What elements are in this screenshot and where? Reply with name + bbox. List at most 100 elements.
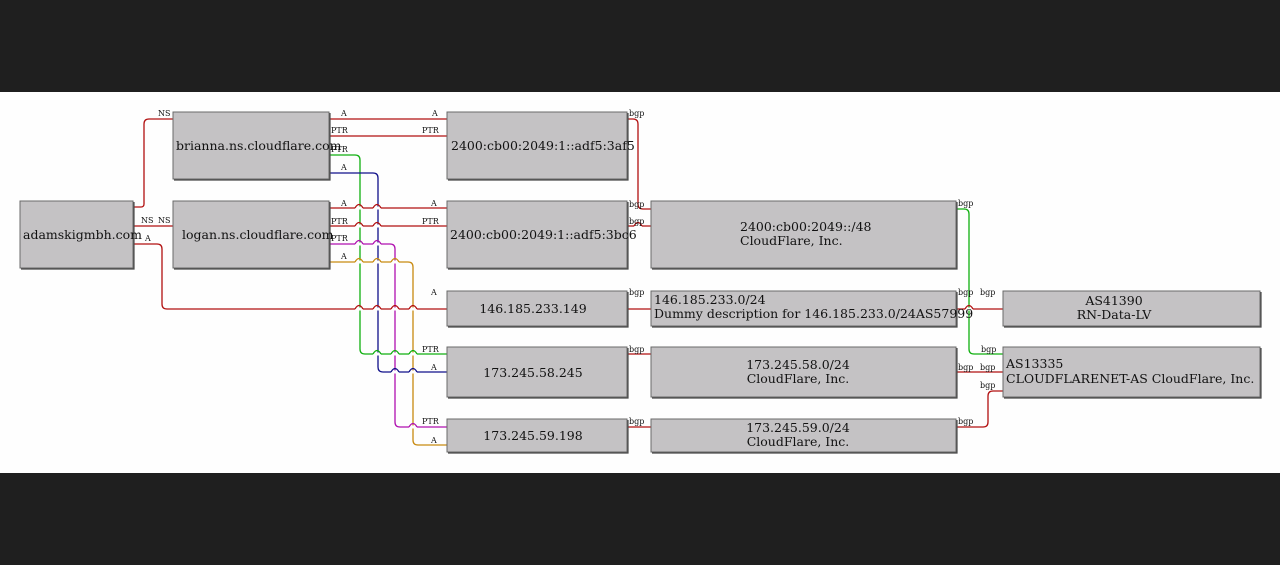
node-shadow	[652, 420, 958, 454]
node-shadow	[1004, 348, 1262, 399]
edge-hop	[408, 422, 418, 428]
edge-hop	[354, 304, 364, 310]
node-logan[interactable]: logan.ns.cloudflare.com	[172, 200, 334, 270]
node-label: 173.245.58.245	[483, 365, 582, 380]
edge-label: PTR	[422, 345, 440, 354]
node-box	[650, 200, 957, 269]
node-label: CloudFlare, Inc.	[747, 371, 850, 386]
edge-hop	[408, 367, 418, 373]
node-ip58[interactable]: 173.245.58.245	[446, 346, 629, 399]
nodes: adamskigmbh.com brianna.ns.cloudflare.com…	[19, 111, 1262, 454]
node-ip6b[interactable]: 2400:cb00:2049:1::adf5:3bc6	[446, 200, 637, 270]
edge-hop	[964, 304, 974, 310]
edge-label: A	[430, 436, 437, 445]
node-brianna[interactable]: brianna.ns.cloudflare.com	[172, 111, 342, 181]
node-box	[446, 200, 628, 269]
node-ip6a[interactable]: 2400:cb00:2049:1::adf5:3af5	[446, 111, 635, 181]
edge-logan-to-ip59	[329, 243, 447, 428]
node-label: CloudFlare, Inc.	[740, 233, 843, 248]
node-ip59[interactable]: 173.245.59.198	[446, 418, 629, 454]
edge-label: PTR	[422, 217, 440, 226]
edge-label: bgp	[629, 217, 644, 226]
edge-hop	[372, 349, 382, 355]
node-box	[1002, 346, 1261, 398]
edge-label: bgp	[629, 345, 644, 354]
edge-brianna-to-ip58	[329, 154, 447, 355]
node-label: 2400:cb00:2049:1::adf5:3af5	[451, 138, 635, 153]
node-box	[19, 200, 134, 269]
edge-hop	[372, 257, 382, 263]
edge-ip6a-to-pfx6	[627, 118, 651, 210]
node-label: logan.ns.cloudflare.com	[182, 227, 334, 242]
edge-label: A	[430, 363, 437, 372]
node-label: AS13335	[1005, 356, 1063, 371]
edge-pfx59-to-as13335	[956, 390, 1003, 428]
node-box	[446, 290, 628, 327]
node-label: Dummy description for 146.185.233.0/24AS…	[654, 306, 973, 321]
edge-label: NS	[141, 216, 153, 225]
edge-hop	[390, 367, 400, 373]
node-label: 173.245.58.0/24	[746, 357, 850, 372]
diagram-canvas: adamskigmbh.com brianna.ns.cloudflare.com…	[0, 92, 1280, 473]
node-shadow	[21, 202, 135, 270]
edge-hop	[372, 304, 382, 310]
node-box	[650, 290, 957, 327]
edge-label: bgp	[629, 109, 644, 118]
node-label: brianna.ns.cloudflare.com	[176, 138, 342, 153]
edge-hop	[372, 221, 382, 227]
edge-label: A	[340, 199, 347, 208]
edge-label: NS	[158, 216, 170, 225]
node-shadow	[448, 292, 629, 328]
edge-pfx6-to-as13335	[956, 208, 1003, 355]
node-label: 173.245.59.0/24	[746, 420, 850, 435]
edge-label: bgp	[958, 199, 973, 208]
node-shadow	[1004, 292, 1262, 328]
edge-label: A	[430, 288, 437, 297]
node-shadow	[174, 202, 331, 270]
edge-label: NS	[158, 109, 170, 118]
edge-hop	[633, 221, 643, 227]
edge-label: bgp	[958, 288, 973, 297]
edge-label: A	[144, 234, 151, 243]
node-box	[172, 111, 330, 180]
node-box	[1002, 290, 1261, 327]
node-shadow	[448, 420, 629, 454]
node-ip146[interactable]: 146.185.233.149	[446, 290, 629, 328]
edge-label: bgp	[980, 381, 995, 390]
node-box	[446, 418, 628, 453]
edge-label: PTR	[331, 126, 349, 135]
edge-hop	[390, 304, 400, 310]
edge-hop	[354, 257, 364, 263]
node-shadow	[448, 348, 629, 399]
edge-hop	[354, 203, 364, 209]
edge-label: bgp	[980, 288, 995, 297]
edge-label: bgp	[629, 417, 644, 426]
node-label: CLOUDFLARENET-AS CloudFlare, Inc.	[1006, 371, 1254, 386]
node-adamskigmbh[interactable]: adamskigmbh.com	[19, 200, 142, 270]
node-label: 2400:cb00:2049::/48	[740, 219, 872, 234]
node-label: 146.185.233.149	[479, 301, 586, 316]
node-box	[446, 111, 628, 180]
dns-bgp-graph: adamskigmbh.com brianna.ns.cloudflare.com…	[19, 109, 1262, 454]
node-label: 146.185.233.0/24	[654, 292, 766, 307]
node-label: 173.245.59.198	[483, 428, 582, 443]
node-shadow	[652, 348, 958, 399]
node-box	[446, 346, 628, 398]
edge-hop	[408, 349, 418, 355]
edge-adamskigmbh-to-ip146	[133, 243, 447, 310]
node-label: AS41390	[1084, 293, 1142, 308]
edge-label: bgp	[629, 200, 644, 209]
edges	[133, 118, 1003, 446]
node-shadow	[448, 202, 629, 270]
edge-hop	[354, 239, 364, 245]
node-label: adamskigmbh.com	[23, 227, 142, 242]
edge-label: bgp	[958, 417, 973, 426]
node-label: CloudFlare, Inc.	[747, 434, 850, 449]
